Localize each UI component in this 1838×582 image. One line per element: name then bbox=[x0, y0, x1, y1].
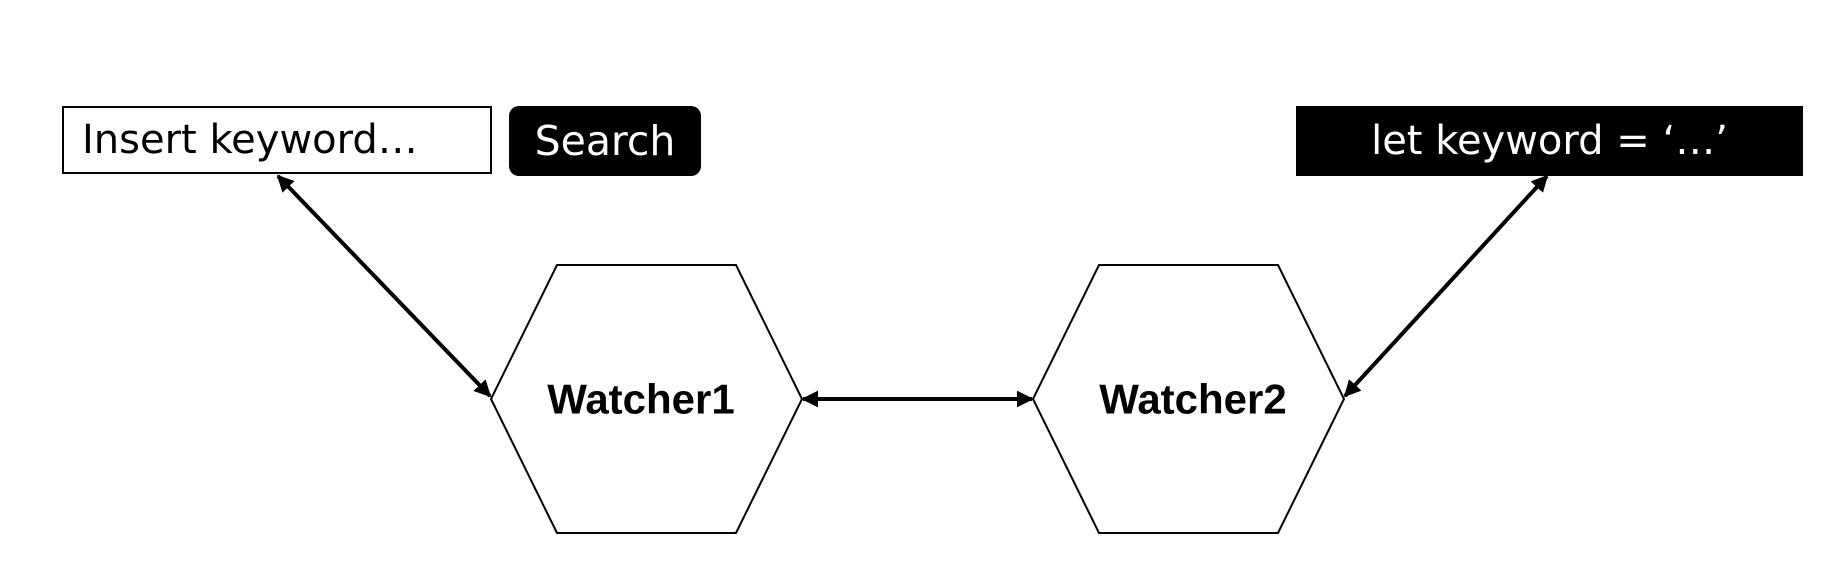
search-button[interactable]: Search bbox=[509, 106, 701, 176]
search-input[interactable] bbox=[62, 106, 492, 174]
code-box: let keyword = ‘…’ bbox=[1296, 106, 1803, 176]
watcher2-label: Watcher2 bbox=[1099, 376, 1287, 423]
watcher1-label: Watcher1 bbox=[547, 376, 735, 423]
arrow-input-watcher1 bbox=[276, 174, 492, 398]
watcher1-hexagon bbox=[489, 264, 804, 534]
arrow-watcher2-codebox bbox=[1343, 174, 1549, 398]
